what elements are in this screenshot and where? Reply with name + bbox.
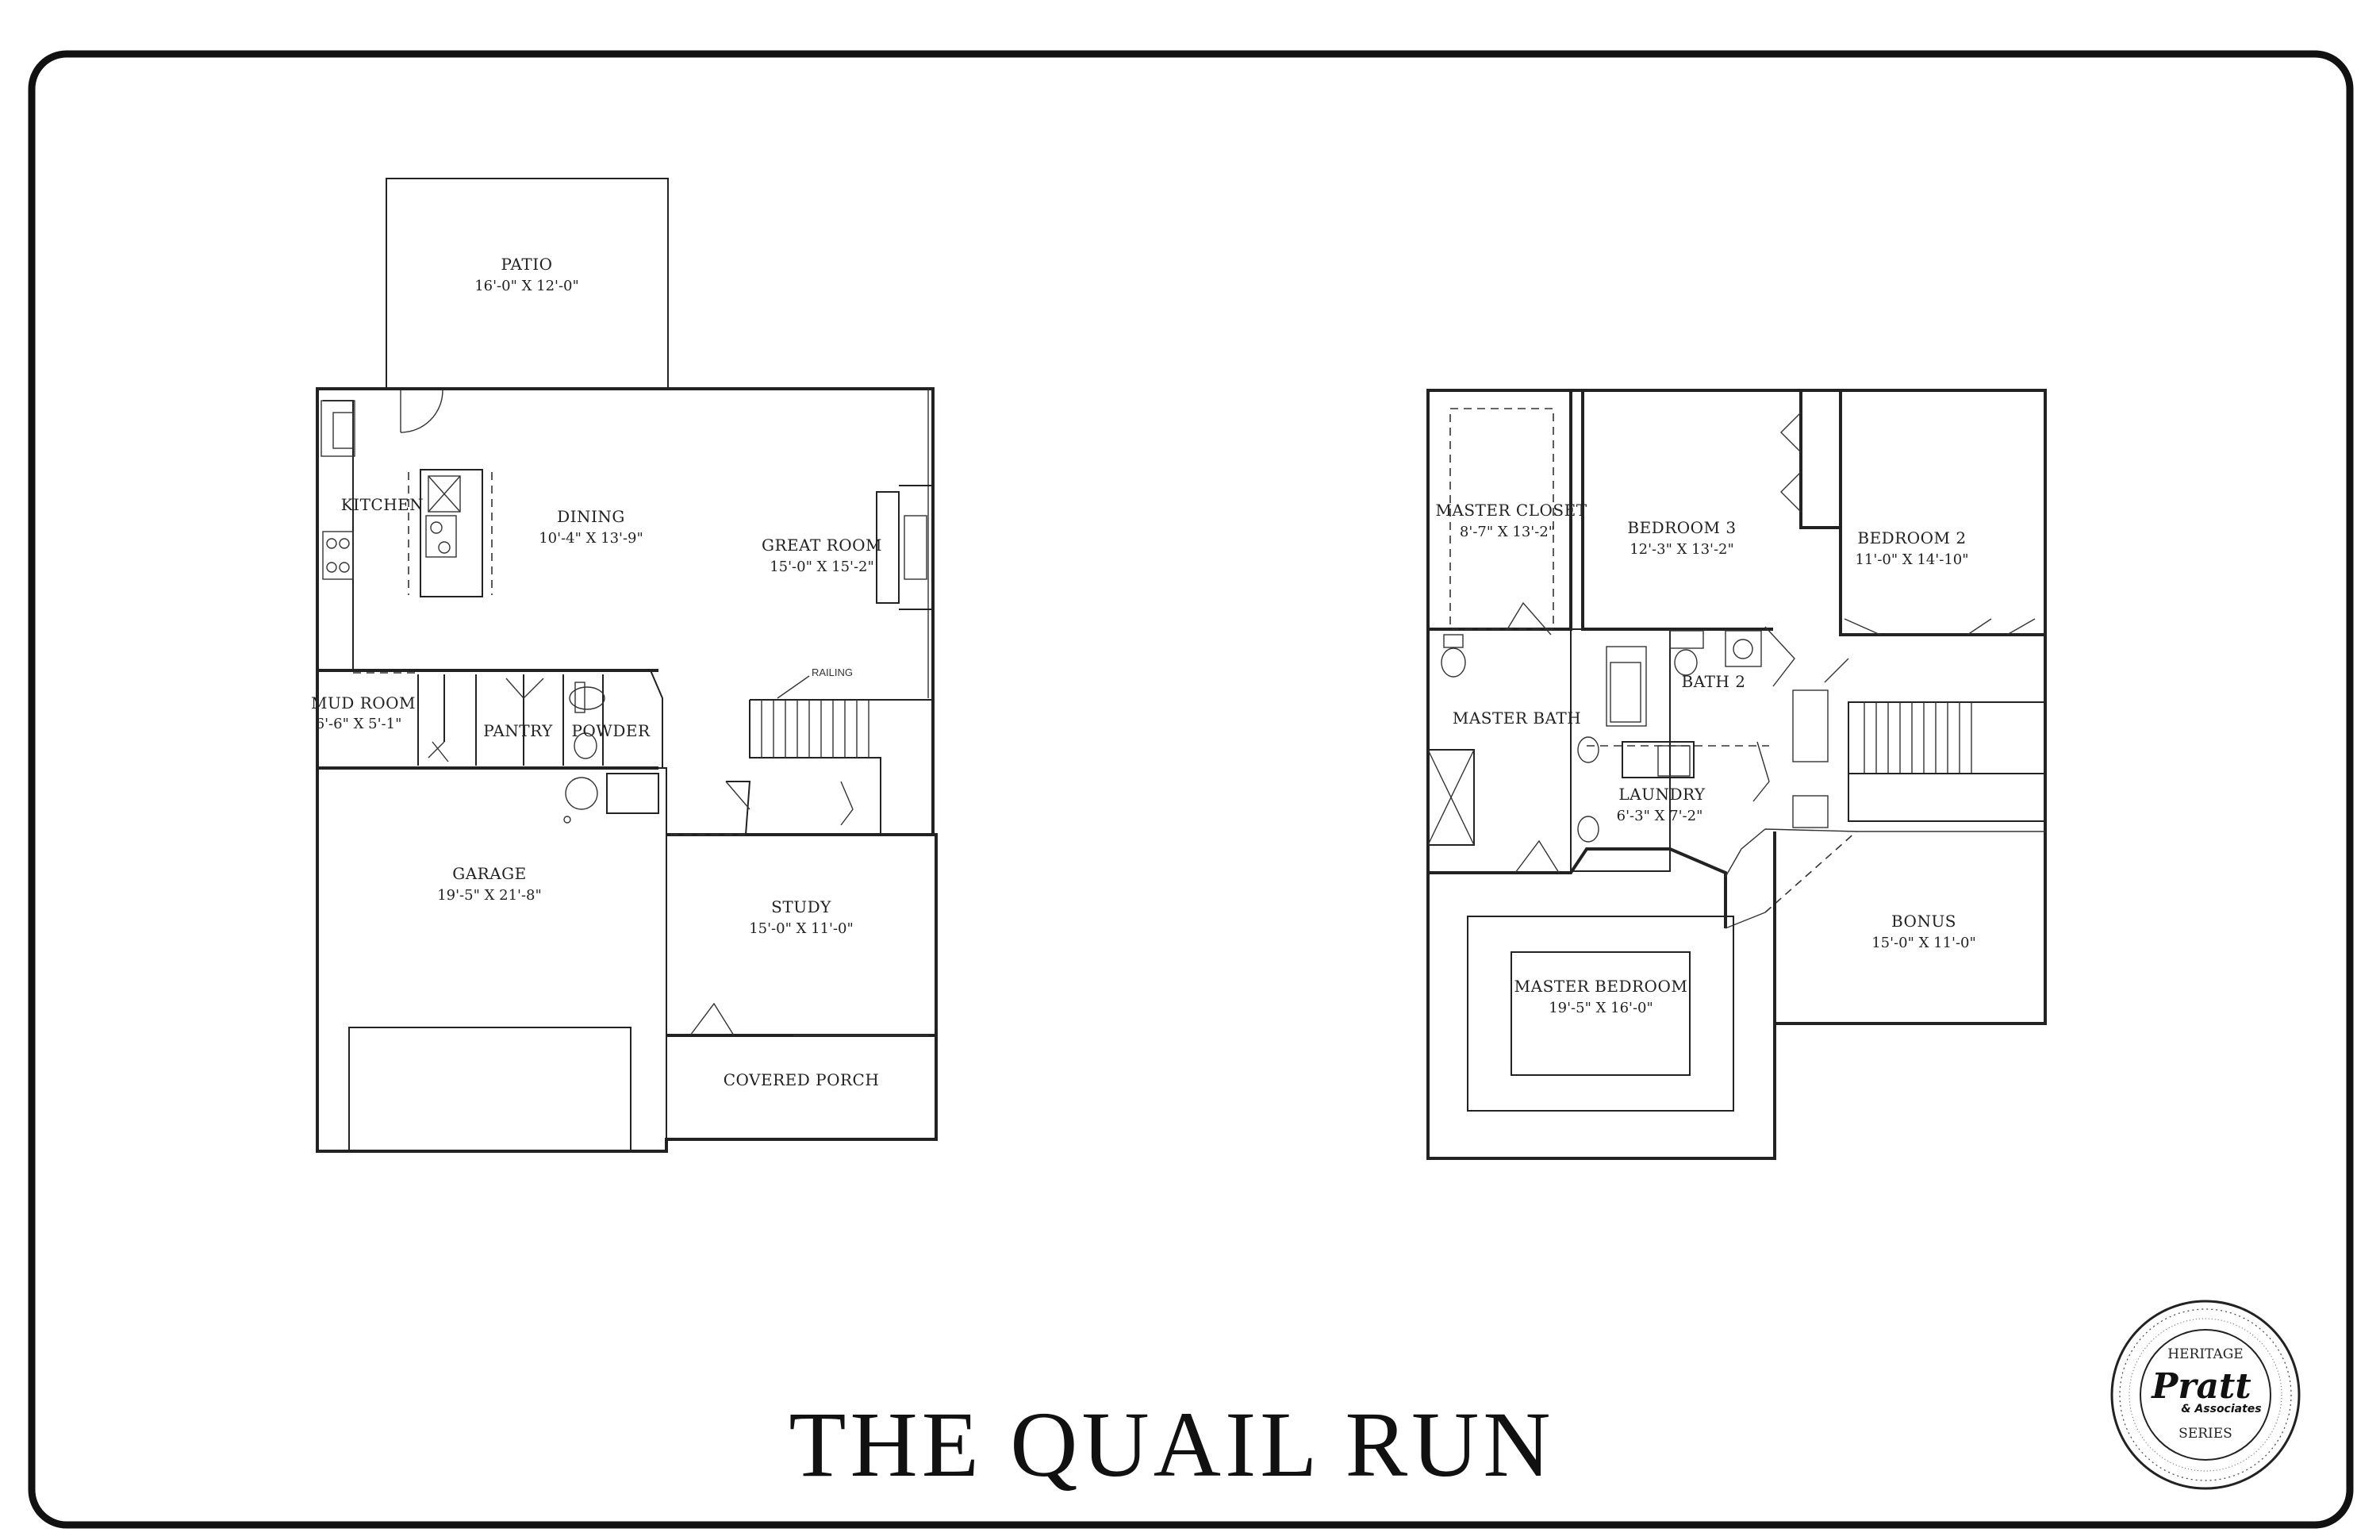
seal-bottom-text: SERIES bbox=[2178, 1426, 2232, 1442]
patio-dims: 16'-0" X 12'-0" bbox=[474, 278, 579, 294]
upper-stair-treads bbox=[1864, 702, 1972, 774]
bedroom-3-label: BEDROOM 3 bbox=[1627, 518, 1736, 537]
bath-2-label: BATH 2 bbox=[1682, 672, 1746, 691]
garage-dims: 19'-5" X 21'-8" bbox=[437, 887, 542, 904]
laundry-dims: 6'-3" X 7'-2" bbox=[1617, 808, 1703, 824]
master-bedroom-label: MASTER BEDROOM bbox=[1514, 977, 1688, 996]
mud-room-label: MUD ROOM bbox=[311, 693, 416, 712]
kitchen-label: KITCHEN bbox=[341, 495, 424, 514]
great-room-label: GREAT ROOM bbox=[762, 536, 882, 555]
seal-top-text: HERITAGE bbox=[2167, 1346, 2243, 1362]
bedroom-2-dims: 11'-0" X 14'-10" bbox=[1855, 551, 1968, 568]
laundry-label: LAUNDRY bbox=[1618, 785, 1706, 804]
railing-label: RAILING bbox=[812, 666, 853, 678]
master-bedroom-dims: 19'-5" X 16'-0" bbox=[1549, 1000, 1653, 1016]
study-label: STUDY bbox=[771, 897, 831, 916]
master-closet-label: MASTER CLOSET bbox=[1435, 501, 1587, 520]
first-floor-plan bbox=[316, 178, 938, 1153]
pratt-heritage-seal: HERITAGE Pratt & Associates SERIES bbox=[2110, 1300, 2301, 1490]
bonus-dims: 15'-0" X 11'-0" bbox=[1871, 935, 1976, 951]
pantry-label: PANTRY bbox=[483, 721, 553, 740]
master-closet-dims: 8'-7" X 13'-2" bbox=[1460, 524, 1555, 540]
bedroom-2-label: BEDROOM 2 bbox=[1857, 528, 1966, 547]
great-room-dims: 15'-0" X 15'-2" bbox=[770, 559, 874, 575]
seal-sub-text: & Associates bbox=[2181, 1403, 2261, 1415]
study-dims: 15'-0" X 11'-0" bbox=[749, 920, 854, 937]
seal-brand-text: Pratt bbox=[2150, 1366, 2251, 1407]
plan-title: THE QUAIL RUN bbox=[789, 1392, 1554, 1496]
sheet-border bbox=[28, 50, 2354, 1529]
second-floor-plan bbox=[1426, 389, 2047, 1160]
first-floor-labels: PATIO 16'-0" X 12'-0" KITCHEN DINING 10'… bbox=[311, 255, 882, 1089]
covered-porch-label: COVERED PORCH bbox=[724, 1070, 880, 1089]
powder-label: POWDER bbox=[571, 721, 651, 740]
second-floor-labels: MASTER CLOSET 8'-7" X 13'-2" BEDROOM 3 1… bbox=[1435, 501, 1975, 1016]
dining-label: DINING bbox=[557, 507, 625, 526]
bonus-label: BONUS bbox=[1891, 912, 1956, 931]
master-bath-label: MASTER BATH bbox=[1453, 709, 1581, 728]
dining-dims: 10'-4" X 13'-9" bbox=[539, 530, 643, 547]
stair-treads bbox=[761, 700, 869, 758]
bedroom-3-dims: 12'-3" X 13'-2" bbox=[1630, 541, 1734, 558]
mud-room-dims: 6'-6" X 5'-1" bbox=[316, 716, 402, 732]
patio-label: PATIO bbox=[501, 255, 552, 274]
garage-label: GARAGE bbox=[452, 864, 527, 883]
